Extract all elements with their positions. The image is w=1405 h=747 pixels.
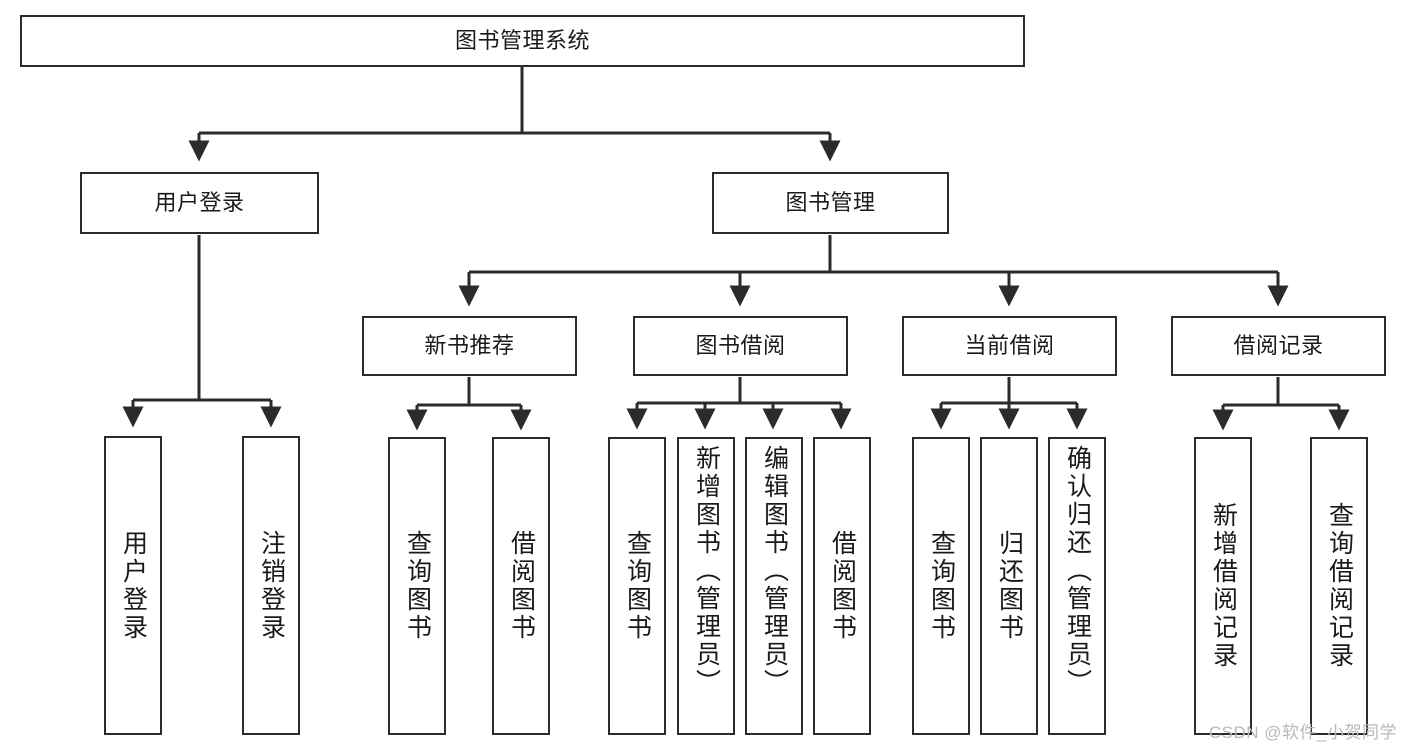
node-leaf-add-book[interactable]: 新增图书（管理员） [677, 437, 735, 735]
node-new-book-rec[interactable]: 新书推荐 [362, 316, 577, 376]
node-leaf-return-book[interactable]: 归还图书 [980, 437, 1038, 735]
node-leaf-borrow-book-2-label: 借阅图书 [828, 530, 857, 642]
node-root-label: 图书管理系统 [454, 28, 590, 54]
node-leaf-logout[interactable]: 注销登录 [242, 436, 300, 735]
node-book-borrow[interactable]: 图书借阅 [633, 316, 848, 376]
node-leaf-confirm-return[interactable]: 确认归还（管理员） [1048, 437, 1106, 735]
node-leaf-query-book-3-label: 查询图书 [927, 530, 956, 642]
node-leaf-query-book-1-label: 查询图书 [403, 530, 432, 642]
node-book-manage-label: 图书管理 [785, 190, 876, 216]
node-current-borrow[interactable]: 当前借阅 [902, 316, 1117, 376]
node-leaf-borrow-book-1-label: 借阅图书 [507, 530, 536, 642]
node-leaf-add-record[interactable]: 新增借阅记录 [1194, 437, 1252, 735]
node-new-book-rec-label: 新书推荐 [424, 333, 515, 359]
node-leaf-query-book-2[interactable]: 查询图书 [608, 437, 666, 735]
node-leaf-query-book-3[interactable]: 查询图书 [912, 437, 970, 735]
node-leaf-query-record[interactable]: 查询借阅记录 [1310, 437, 1368, 735]
node-user-login-label: 用户登录 [154, 190, 245, 216]
node-leaf-query-book-2-label: 查询图书 [623, 530, 652, 642]
node-leaf-query-record-label: 查询借阅记录 [1325, 502, 1354, 670]
node-leaf-borrow-book-1[interactable]: 借阅图书 [492, 437, 550, 735]
node-leaf-user-login[interactable]: 用户登录 [104, 436, 162, 735]
csdn-watermark: CSDN @软件_小贺同学 [1208, 723, 1397, 742]
node-leaf-user-login-label: 用户登录 [119, 529, 148, 642]
node-user-login[interactable]: 用户登录 [80, 172, 319, 234]
node-leaf-query-book-1[interactable]: 查询图书 [388, 437, 446, 735]
node-leaf-return-book-label: 归还图书 [995, 530, 1024, 642]
node-book-borrow-label: 图书借阅 [695, 333, 786, 359]
node-leaf-borrow-book-2[interactable]: 借阅图书 [813, 437, 871, 735]
node-leaf-confirm-return-label: 确认归还（管理员） [1063, 445, 1092, 697]
node-leaf-edit-book-label: 编辑图书（管理员） [760, 445, 789, 697]
node-current-borrow-label: 当前借阅 [964, 333, 1055, 359]
node-leaf-edit-book[interactable]: 编辑图书（管理员） [745, 437, 803, 735]
node-root[interactable]: 图书管理系统 [20, 15, 1025, 67]
node-book-manage[interactable]: 图书管理 [712, 172, 949, 234]
node-leaf-add-book-label: 新增图书（管理员） [692, 445, 721, 697]
node-leaf-add-record-label: 新增借阅记录 [1209, 502, 1238, 670]
node-borrow-record[interactable]: 借阅记录 [1171, 316, 1386, 376]
node-borrow-record-label: 借阅记录 [1233, 333, 1324, 359]
node-leaf-logout-label: 注销登录 [257, 529, 286, 642]
